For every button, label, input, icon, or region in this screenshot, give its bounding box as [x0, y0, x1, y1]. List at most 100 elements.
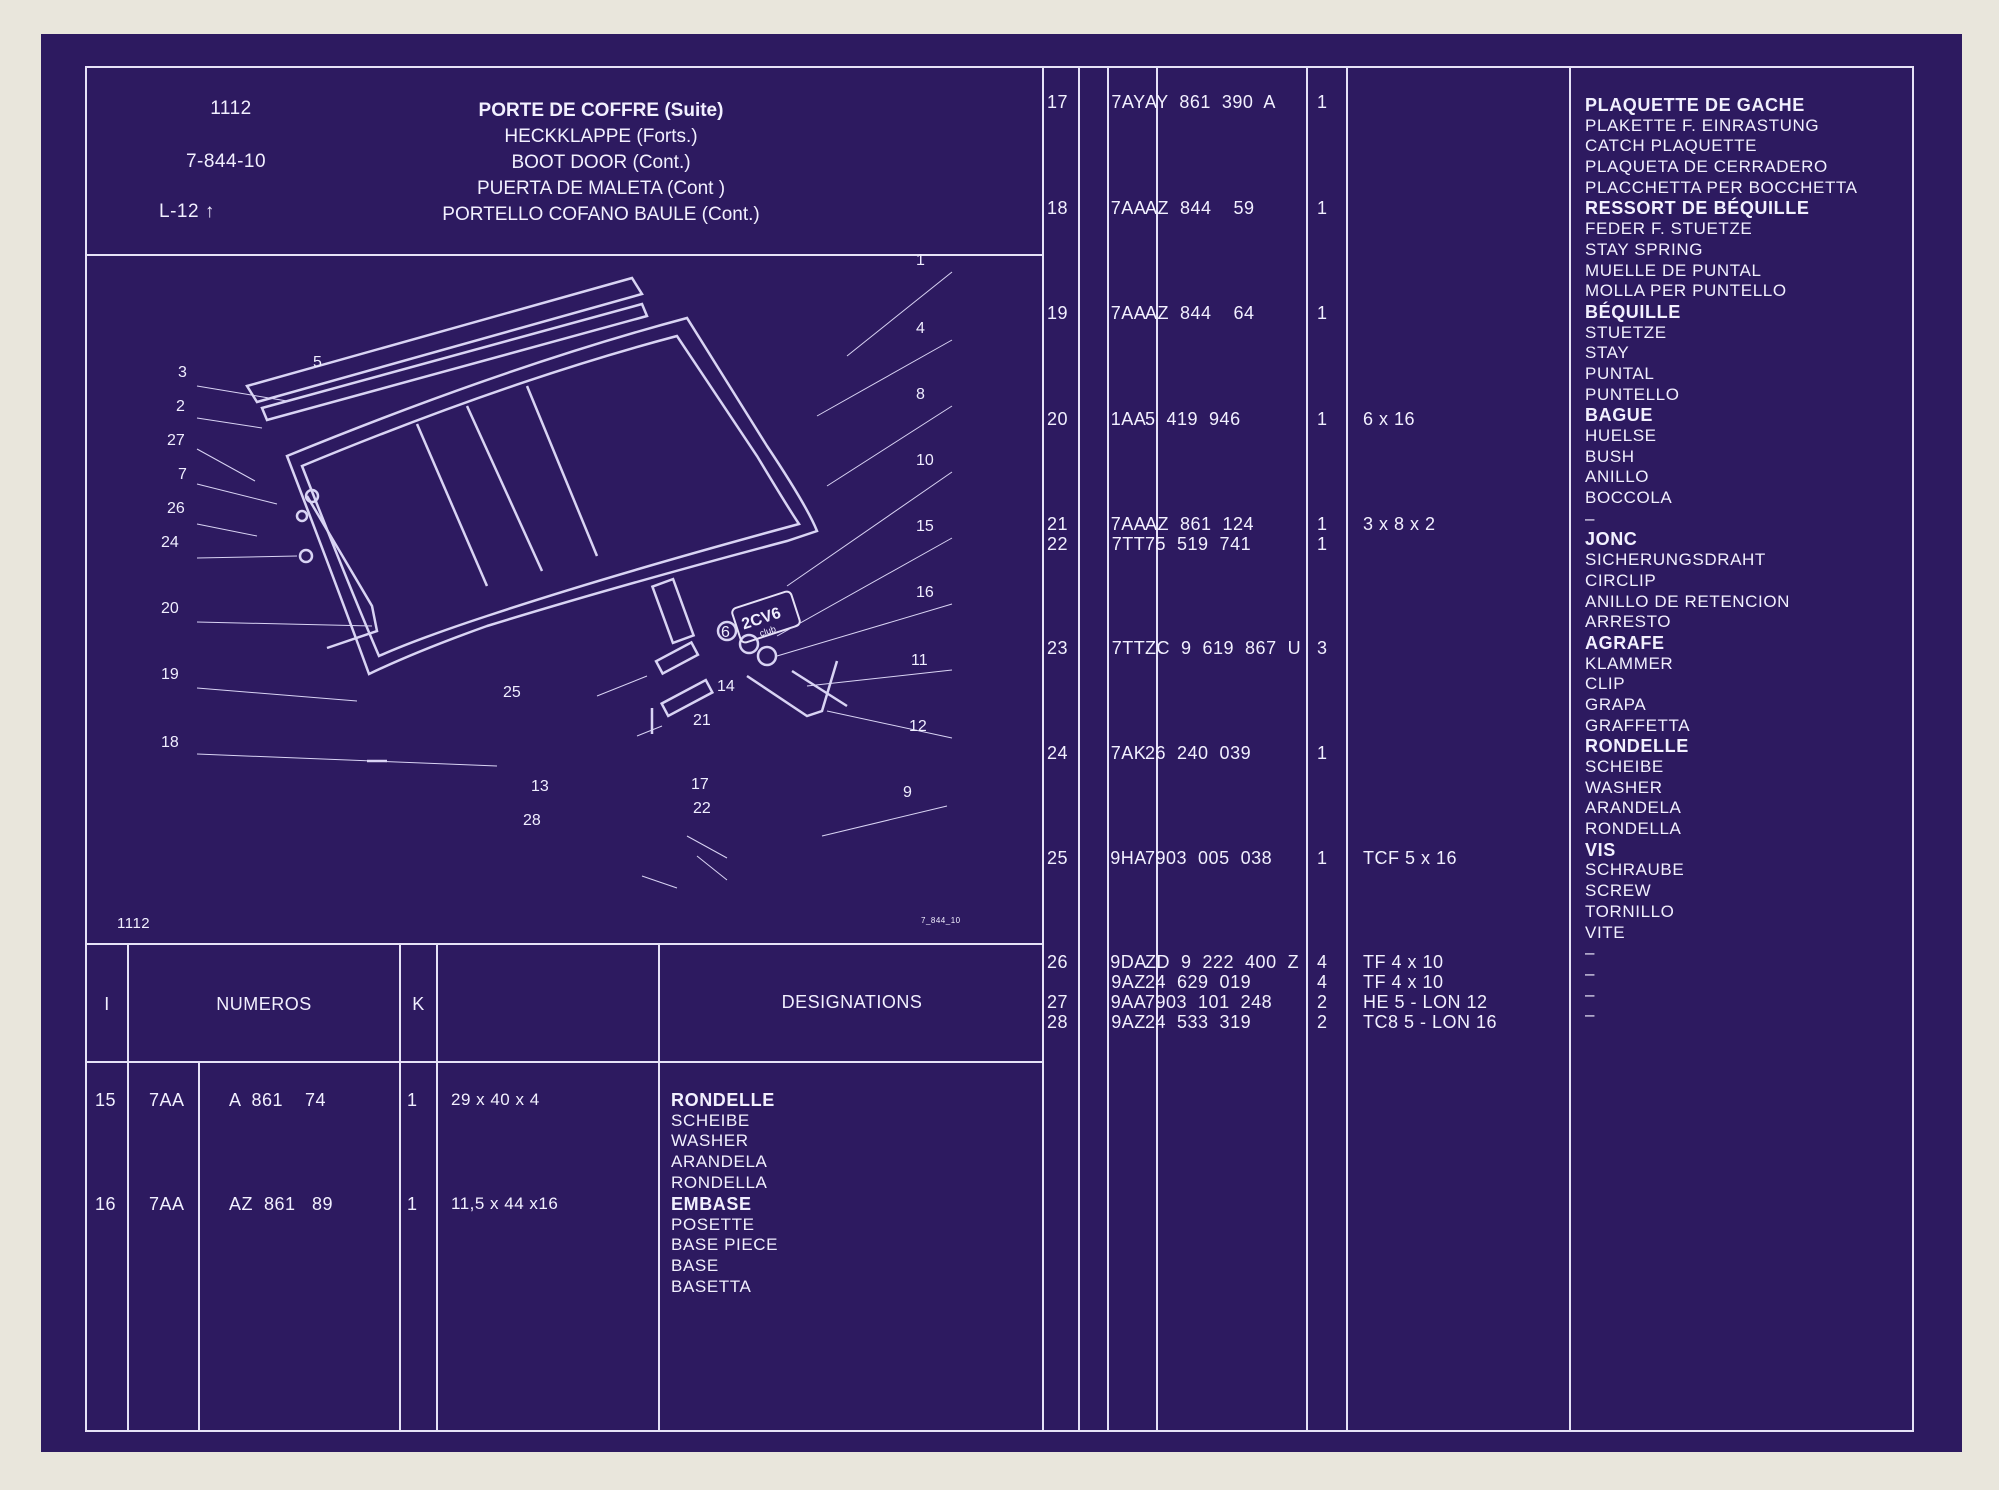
row-ref: 24: [1047, 743, 1069, 763]
panel-rib: [525, 385, 599, 557]
designation-line: –: [1585, 963, 1596, 983]
row-designation: BASE: [671, 1256, 719, 1276]
designation-line: CATCH PLAQUETTE: [1585, 136, 1758, 156]
designation-line: VIS: [1585, 839, 1616, 860]
designation-line: AGRAFE: [1585, 632, 1665, 653]
catch-rod: [791, 669, 848, 708]
diagram-callout-8: 8: [916, 386, 925, 403]
row-qty: 1: [1317, 409, 1328, 429]
bracket: [654, 640, 700, 676]
row-part-number: 26 240 039: [1145, 743, 1252, 763]
row-qty: 2: [1317, 1012, 1328, 1032]
row-qty: 4: [1317, 972, 1328, 992]
hinge-rail: [245, 276, 644, 404]
row-code: 7AA: [1110, 198, 1147, 218]
designation-line: KLAMMER: [1585, 653, 1674, 673]
diagram-callout-26: 26: [167, 500, 185, 517]
row-qty: 1: [1317, 743, 1328, 763]
row-ref: 28: [1047, 1012, 1069, 1032]
divider: [436, 943, 438, 1432]
row-part-number: A 861 74: [229, 1090, 327, 1110]
row-ref: 23: [1047, 638, 1069, 658]
up-arrow-icon: ↑: [204, 201, 215, 222]
row-code: 9AZ: [1111, 972, 1146, 992]
header-title-line: PORTELLO COFANO BAULE (Cont.): [442, 204, 760, 225]
divider: [1346, 66, 1348, 1432]
bracket: [659, 678, 715, 718]
stay-rod: [305, 495, 379, 650]
location-code-text: L-12: [159, 201, 200, 222]
row-code: 7TT: [1111, 534, 1146, 554]
row-qty: 1: [1317, 303, 1328, 323]
designation-line: –: [1585, 984, 1596, 1004]
header-title-line: PORTE DE COFFRE (Suite): [478, 100, 724, 121]
designation-line: MOLLA PER PUNTELLO: [1585, 281, 1787, 301]
divider: [85, 254, 1044, 256]
col-header-designations: DESIGNATIONS: [781, 992, 923, 1012]
divider: [658, 943, 660, 1432]
row-designation: EMBASE: [671, 1194, 752, 1214]
diagram-callout-18: 18: [161, 734, 179, 751]
badge-subtext: club: [758, 624, 777, 639]
row-code: 9DA: [1110, 952, 1147, 972]
divider: [85, 943, 1044, 945]
row-code: 7AA: [149, 1090, 185, 1110]
row-designation: RONDELLA: [671, 1172, 768, 1192]
row-ref: 17: [1047, 92, 1069, 112]
header-title-line: BOOT DOOR (Cont.): [511, 152, 691, 173]
row-part-number: 7903 005 038: [1145, 848, 1273, 868]
designation-line: PUNTAL: [1585, 363, 1655, 383]
diagram-callout-7: 7: [178, 466, 187, 483]
designation-line: BUSH: [1585, 446, 1635, 466]
row-code: 7AA: [1110, 514, 1147, 534]
diagram-callout-22: 22: [693, 800, 711, 817]
row-dims: HE 5 - LON 12: [1363, 992, 1488, 1012]
row-code: 7AK: [1110, 743, 1147, 763]
designation-line: ARRESTO: [1585, 612, 1672, 632]
col-header-numbers: NUMEROS: [216, 994, 312, 1014]
row-ref: 22: [1047, 534, 1069, 554]
designation-line: ANILLO: [1585, 467, 1650, 487]
diagram-callout-3: 3: [178, 364, 187, 381]
row-qty: 1: [1317, 198, 1328, 218]
designation-line: PLAQUETA DE CERRADERO: [1585, 157, 1828, 177]
row-part-number: AY 861 390 A: [1145, 92, 1276, 112]
diagram-callout-25: 25: [503, 684, 521, 701]
divider: [1569, 66, 1571, 1432]
diagram-callout-9: 9: [903, 784, 912, 801]
row-part-number: 24 533 319: [1145, 1012, 1252, 1032]
row-ref: 20: [1047, 409, 1069, 429]
diagram-callout-10: 10: [916, 452, 934, 469]
location-code: L-12 ↑: [159, 202, 215, 222]
designation-line: PLAKETTE F. EINRASTUNG: [1585, 115, 1820, 135]
diagram-callout-16: 16: [916, 584, 934, 601]
row-qty: 1: [1317, 514, 1328, 534]
screw-head: [295, 509, 309, 523]
diagram-callout-4: 4: [916, 320, 925, 337]
divider: [1042, 66, 1044, 1432]
diagram-callout-19: 19: [161, 666, 179, 683]
row-qty: 1: [1317, 534, 1328, 554]
designation-line: BAGUE: [1585, 405, 1654, 426]
divider: [1107, 66, 1109, 1432]
row-ref: 25: [1047, 848, 1069, 868]
row-dims: 3 x 8 x 2: [1363, 514, 1436, 534]
washer: [716, 620, 738, 642]
row-code: 9AZ: [1111, 1012, 1146, 1032]
designation-line: –: [1585, 508, 1596, 528]
hinge-rail-inner: [260, 302, 649, 422]
diagram-callout-24: 24: [161, 534, 179, 551]
catch-plate: [650, 577, 696, 645]
row-code: 7TT: [1111, 638, 1146, 658]
bush: [298, 548, 314, 564]
panel-rib: [465, 405, 544, 572]
row-dims: TF 4 x 10: [1363, 972, 1444, 992]
header-title-line: PUERTA DE MALETA (Cont ): [476, 178, 726, 199]
header-title-line: HECKKLAPPE (Forts.): [504, 126, 698, 147]
row-code: 9AA: [1110, 992, 1147, 1012]
diagram-callout-15: 15: [916, 518, 934, 535]
row-part-number: AZ 861 89: [229, 1194, 334, 1214]
row-ref: 18: [1047, 198, 1069, 218]
row-designation: RONDELLE: [671, 1090, 775, 1110]
row-code: 7AY: [1111, 92, 1146, 112]
